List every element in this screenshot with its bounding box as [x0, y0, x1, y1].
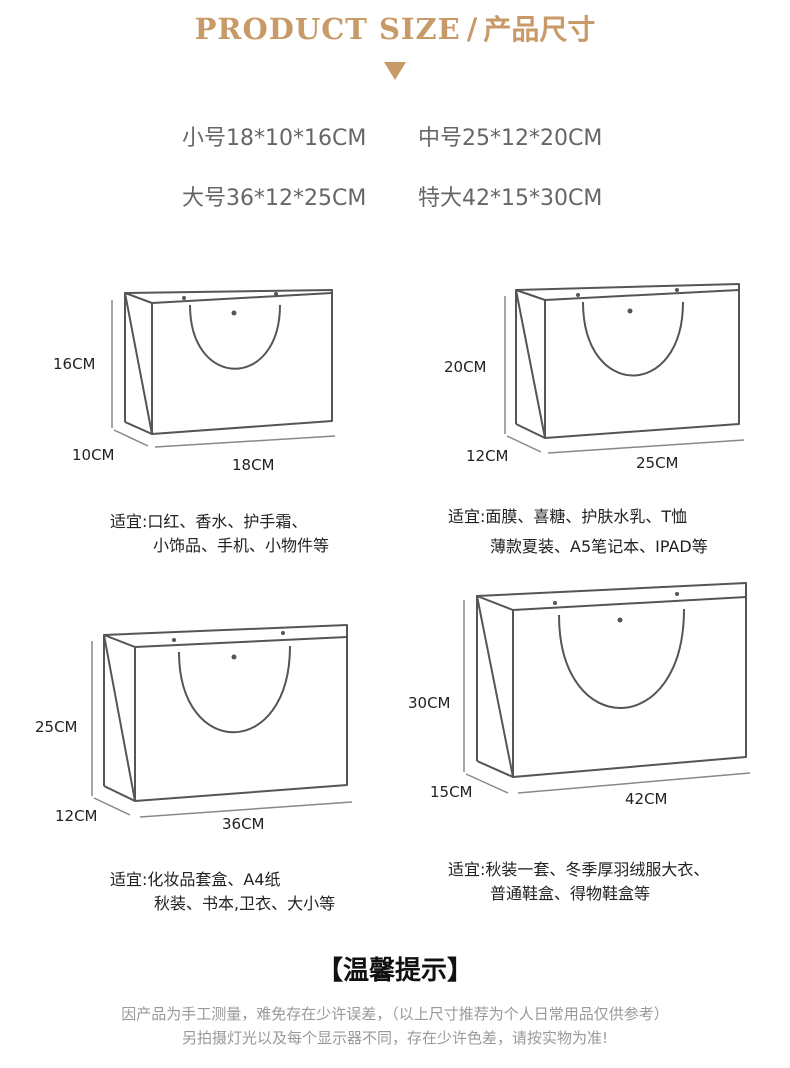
- title-chinese: 产品尺寸: [483, 13, 596, 46]
- bag-large-note-line1: 适宜:化妆品套盒、A4纸: [110, 870, 281, 889]
- bag-small-height: 16CM: [53, 355, 96, 373]
- bag-small-note-line1: 适宜:口红、香水、护手霜、: [110, 512, 308, 531]
- size-xlarge: 特大42*15*30CM: [418, 186, 603, 211]
- bag-small-note-line2: 小饰品、手机、小物件等: [153, 536, 330, 555]
- bag-xlarge-note-line2: 普通鞋盒、得物鞋盒等: [490, 884, 651, 903]
- bag-small-depth: 10CM: [72, 446, 115, 464]
- title-english: PRODUCT SIZE: [194, 12, 461, 46]
- size-small: 小号18*10*16CM: [182, 126, 367, 151]
- bag-large-height: 25CM: [35, 718, 78, 736]
- tips-line1: 因产品为手工测量，难免存在少许误差，（以上尺寸推荐为个人日常用品仅供参考）: [121, 1005, 669, 1023]
- bag-medium-height: 20CM: [444, 358, 487, 376]
- bag-xlarge-width: 42CM: [625, 790, 668, 808]
- bag-medium-width: 25CM: [636, 454, 679, 472]
- size-large: 大号36*12*25CM: [182, 186, 367, 211]
- down-arrow-icon: [384, 62, 406, 80]
- bag-medium-depth: 12CM: [466, 447, 509, 465]
- bag-medium-note-line2: 薄款夏装、A5笔记本、IPAD等: [490, 537, 708, 556]
- page-title: PRODUCT SIZE/产品尺寸: [0, 8, 790, 48]
- title-separator: /: [466, 12, 478, 46]
- tips-line2: 另拍摄灯光以及每个显示器不同，存在少许色差，请按实物为准!: [181, 1029, 609, 1047]
- bag-xlarge-height: 30CM: [408, 694, 451, 712]
- bag-medium-note-line1: 适宜:面膜、喜糖、护肤水乳、T恤: [448, 507, 688, 526]
- bag-xlarge-note-line1: 适宜:秋装一套、冬季厚羽绒服大衣、: [448, 860, 710, 879]
- bag-xlarge-depth: 15CM: [430, 783, 473, 801]
- bag-large-depth: 12CM: [55, 807, 98, 825]
- bag-large-note-line2: 秋装、书本,卫衣、大小等: [154, 894, 336, 913]
- bag-small-width: 18CM: [232, 456, 275, 474]
- bag-large-width: 36CM: [222, 815, 265, 833]
- tips-title: 【温馨提示】: [316, 956, 473, 986]
- size-medium: 中号25*12*20CM: [418, 126, 603, 151]
